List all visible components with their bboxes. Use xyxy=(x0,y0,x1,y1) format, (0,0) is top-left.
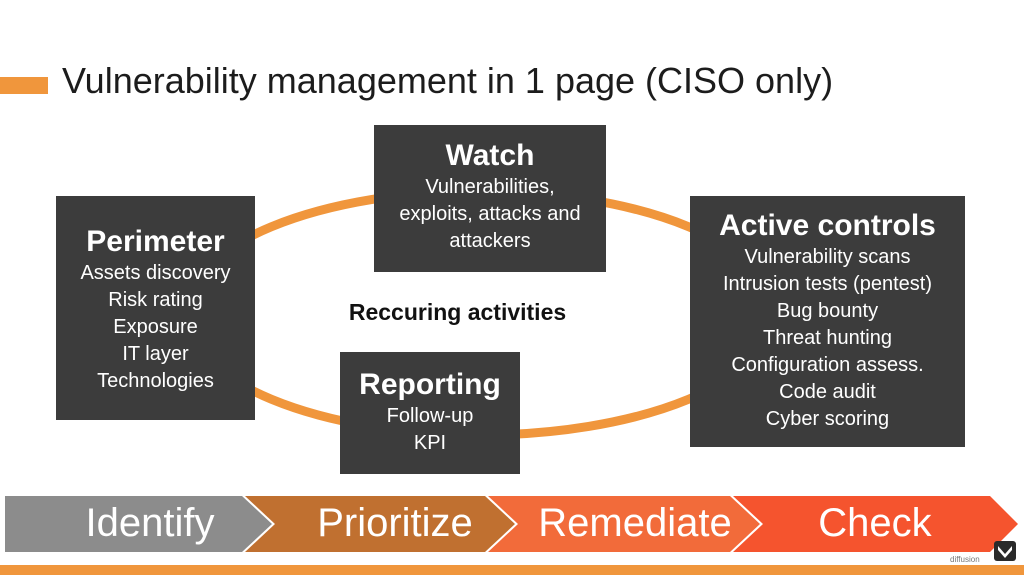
reporting-title: Reporting xyxy=(359,368,501,401)
active-controls-item: Intrusion tests (pentest) xyxy=(723,273,932,295)
step-check-shape xyxy=(733,496,1018,552)
reporting-item: Follow-up xyxy=(386,405,474,427)
step-remediate-label: Remediate xyxy=(538,501,732,545)
process-arrow xyxy=(5,496,1018,552)
active-controls-item: Threat hunting xyxy=(763,327,892,349)
page-title: Vulnerability management in 1 page (CISO… xyxy=(62,60,834,101)
reporting-box: Reporting Follow-up KPI xyxy=(340,352,520,474)
watch-item: attackers xyxy=(449,230,531,252)
footer-bar xyxy=(0,565,1024,575)
title-accent-bar xyxy=(0,77,48,94)
perimeter-item: Exposure xyxy=(113,316,198,338)
active-controls-item: Bug bounty xyxy=(776,300,879,322)
perimeter-item: Assets discovery xyxy=(80,262,231,284)
recurring-activities-label: Reccuring activities xyxy=(348,299,567,325)
active-controls-item: Code audit xyxy=(779,381,876,403)
watch-title: Watch xyxy=(445,139,535,172)
perimeter-item: Technologies xyxy=(97,370,214,392)
step-identify-label: Identify xyxy=(85,501,215,545)
active-controls-title: Active controls xyxy=(719,209,936,242)
brand-logo-icon xyxy=(994,541,1016,561)
step-identify-shape xyxy=(5,496,272,552)
reporting-item: KPI xyxy=(413,432,447,454)
perimeter-item: IT layer xyxy=(122,343,189,365)
active-controls-item: Cyber scoring xyxy=(765,408,890,430)
brand-logo-text: diffusion xyxy=(950,555,980,564)
perimeter-item: Risk rating xyxy=(108,289,203,311)
step-prioritize-shape xyxy=(245,496,515,552)
active-controls-item: Vulnerability scans xyxy=(744,246,911,268)
watch-box: Watch Vulnerabilities, exploits, attacks… xyxy=(374,125,606,272)
perimeter-title: Perimeter xyxy=(86,225,225,258)
active-controls-item: Configuration assess. xyxy=(731,354,924,376)
active-controls-box: Active controls Vulnerability scans Intr… xyxy=(690,196,965,447)
perimeter-box: Perimeter Assets discovery Risk rating E… xyxy=(56,196,255,420)
step-check-label: Check xyxy=(818,501,932,545)
watch-item: Vulnerabilities, xyxy=(425,176,555,198)
step-remediate-shape xyxy=(488,496,760,552)
step-prioritize-label: Prioritize xyxy=(317,501,473,545)
watch-item: exploits, attacks and xyxy=(399,203,581,225)
